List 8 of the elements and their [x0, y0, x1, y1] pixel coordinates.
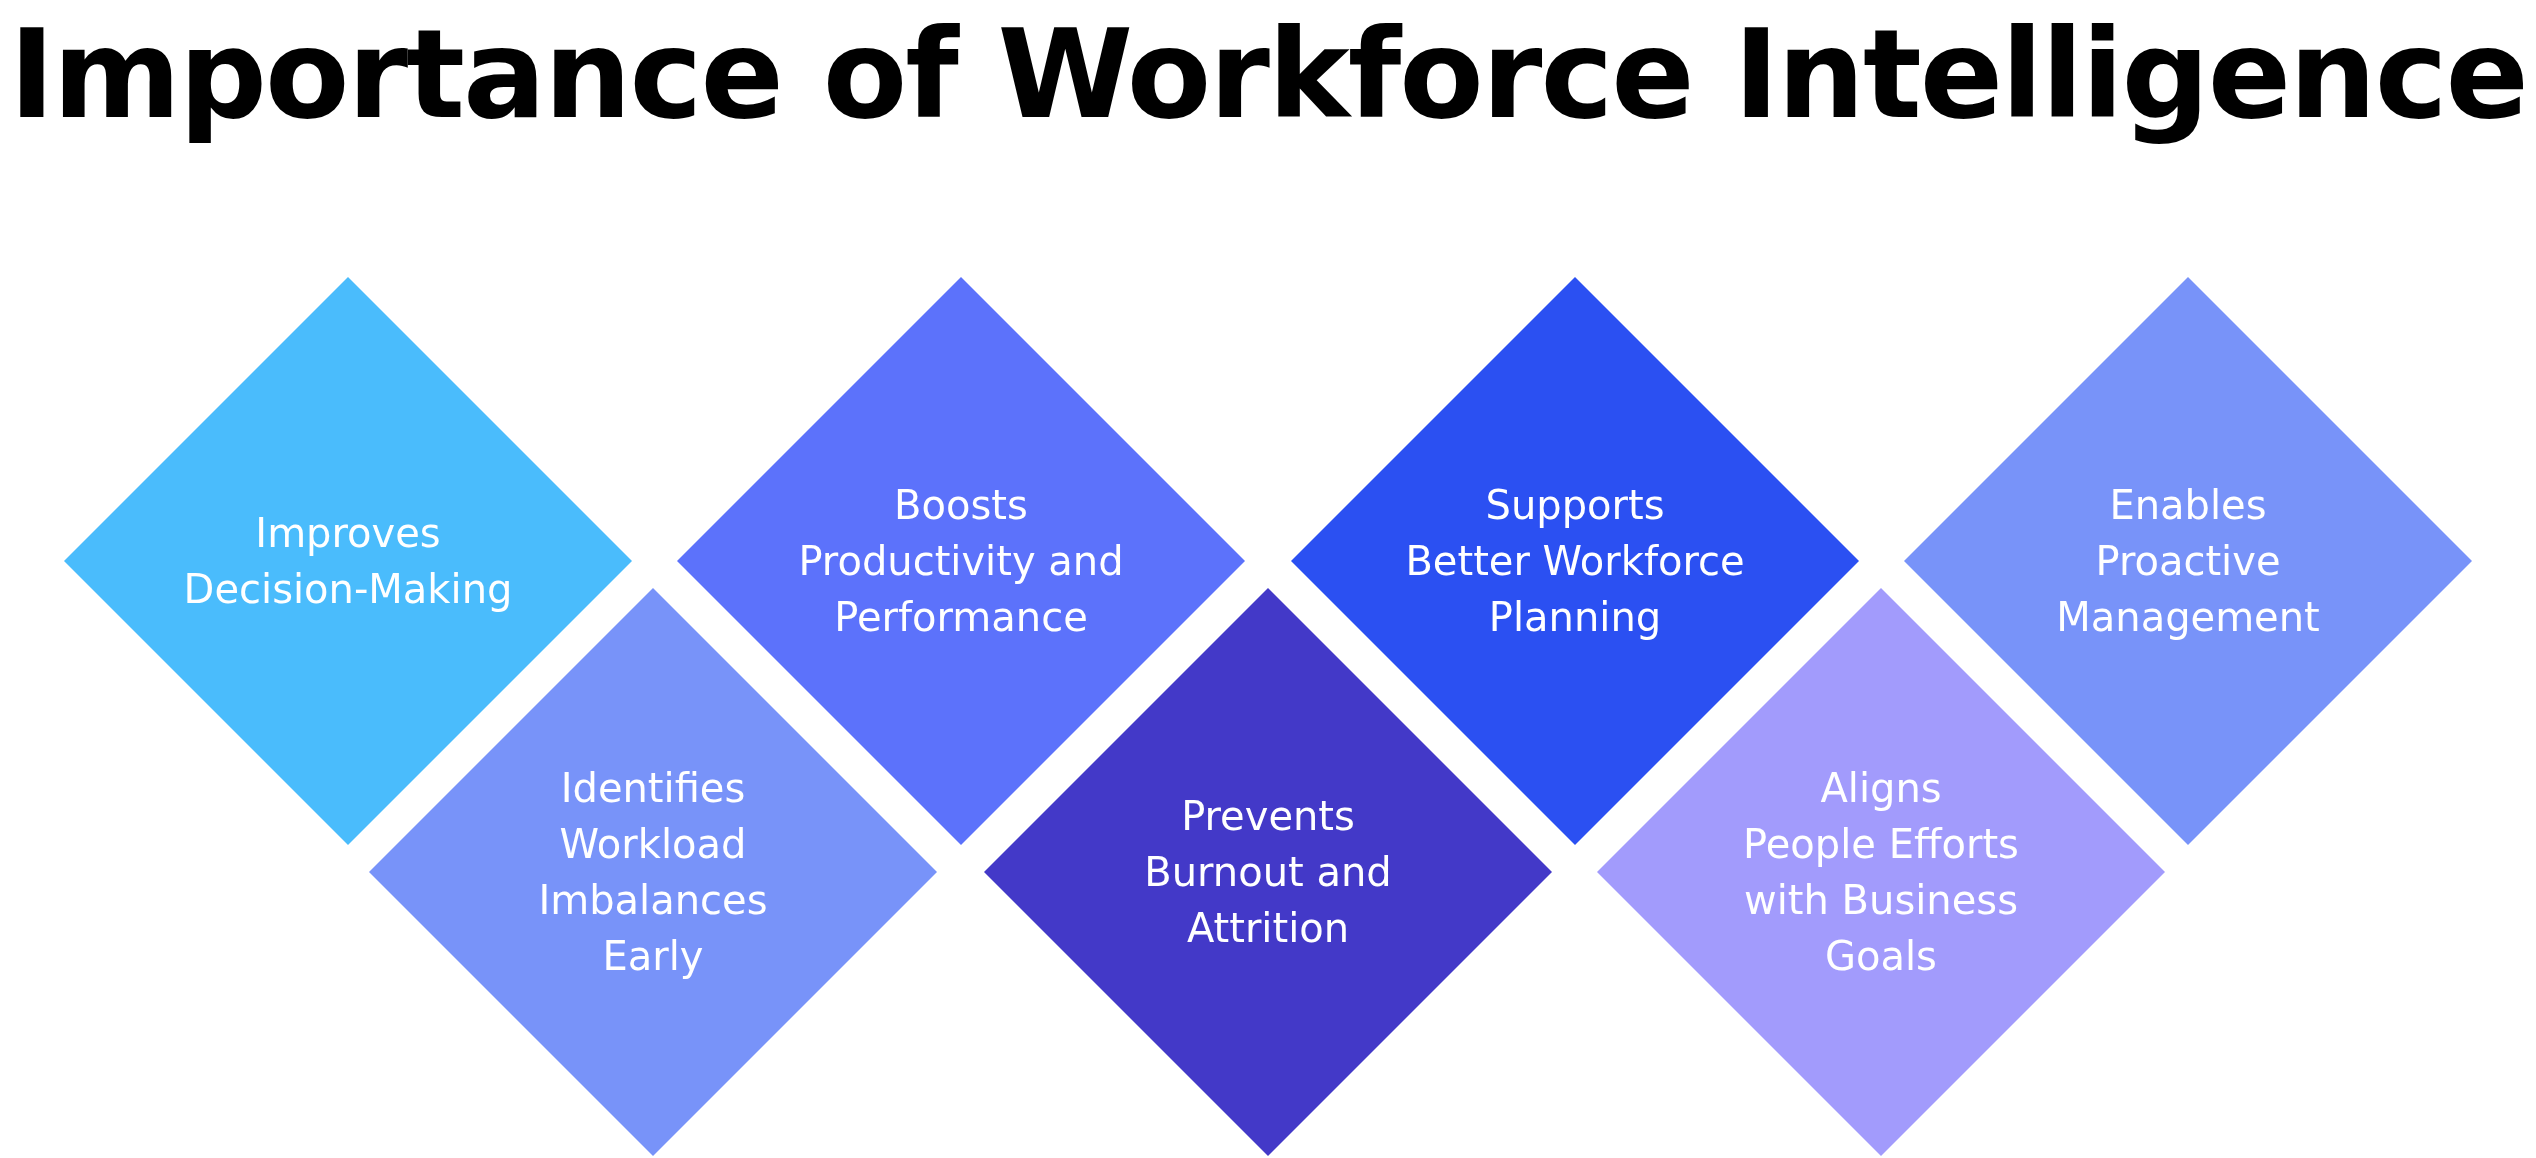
benefit-text: Supports Better Workforce Planning	[1405, 481, 1745, 642]
benefit-text: Enables Proactive Management	[2056, 481, 2320, 642]
benefit-text: Improves Decision-Making	[183, 509, 513, 614]
title: Importance of Workforce Intelligence	[9, 4, 2527, 146]
benefit-text: Boosts Productivity and Performance	[798, 481, 1124, 642]
benefit-text: Prevents Burnout and Attrition	[1144, 792, 1392, 953]
benefit-text: Identifies Workload Imbalances Early	[538, 764, 768, 981]
benefit-text: Aligns People Efforts with Business Goals	[1743, 764, 2019, 981]
